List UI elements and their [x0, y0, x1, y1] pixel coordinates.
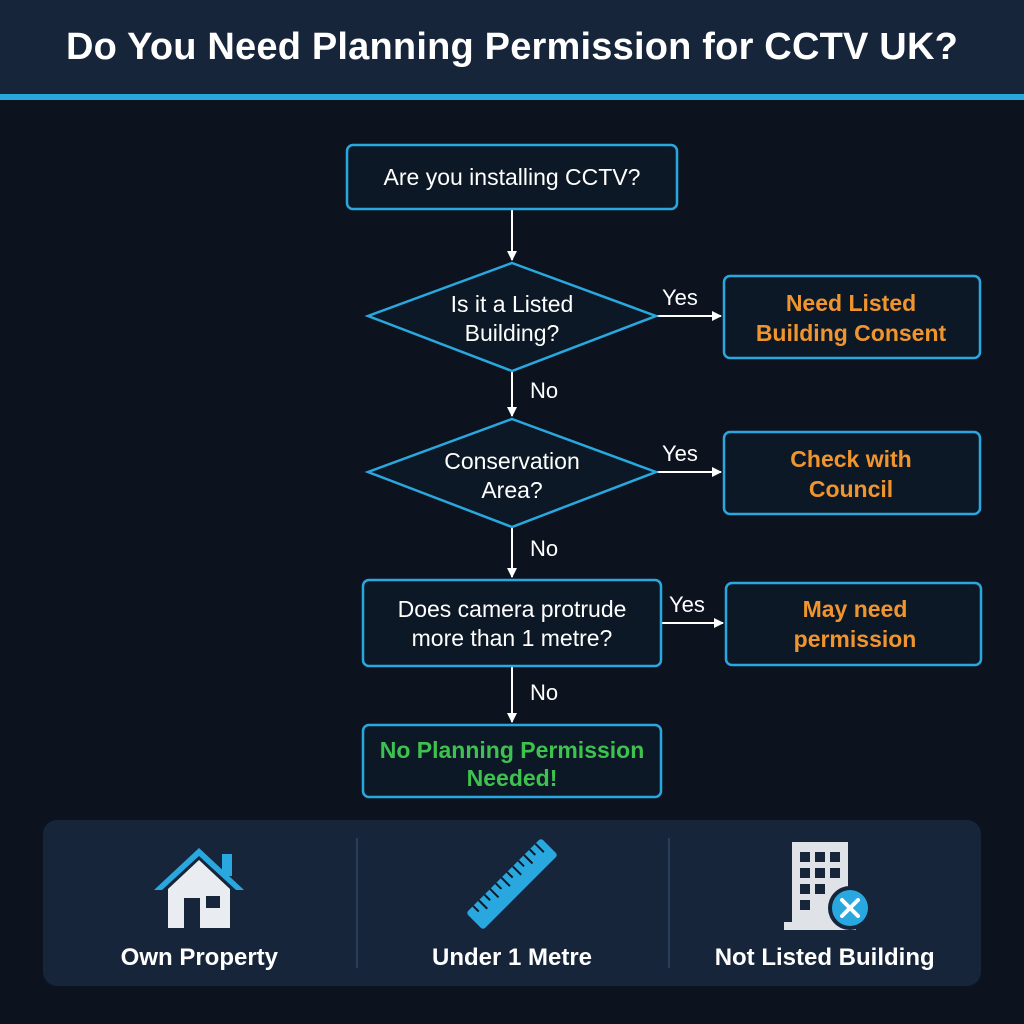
- title-bar: Do You Need Planning Permission for CCTV…: [0, 0, 1024, 100]
- ruler-icon: [467, 839, 557, 929]
- summary-panel: Own Property: [43, 820, 981, 986]
- question-protrude: Does camera protrude more than 1 metre?: [361, 578, 663, 668]
- outcome-may-need-permission: May need permission: [724, 581, 983, 667]
- result-label-line: No Planning Permission: [380, 737, 645, 763]
- outcome-label-line: Check with: [790, 446, 911, 472]
- summary-item-under-1-metre: Under 1 Metre: [355, 820, 669, 986]
- summary-label: Under 1 Metre: [431, 944, 593, 971]
- question-label-line: more than 1 metre?: [412, 625, 613, 651]
- summary-label: Not Listed Building: [714, 944, 935, 971]
- edge-label-yes: Yes: [662, 441, 698, 466]
- page-title: Do You Need Planning Permission for CCTV…: [65, 25, 959, 68]
- summary-label: Own Property: [120, 944, 279, 971]
- decision-label-line: Area?: [481, 477, 542, 503]
- flowchart: Yes No Yes No Yes No Are you installing …: [345, 143, 983, 799]
- decision-label-line: Is it a Listed: [451, 291, 574, 317]
- edge-label-no: No: [530, 378, 558, 403]
- outcome-listed-consent: Need Listed Building Consent: [722, 274, 982, 360]
- edge-label-yes: Yes: [669, 592, 705, 617]
- house-icon: [154, 848, 245, 928]
- decision-label-line: Building?: [465, 320, 560, 346]
- start-node-label: Are you installing CCTV?: [384, 164, 641, 190]
- outcome-label-line: Building Consent: [756, 320, 947, 346]
- result-no-permission: No Planning Permission Needed!: [361, 723, 663, 799]
- decision-listed-building: Is it a Listed Building?: [364, 261, 660, 373]
- outcome-label-line: permission: [794, 626, 917, 652]
- summary-item-own-property: Own Property: [43, 820, 356, 986]
- building-x-icon: [783, 842, 872, 930]
- outcome-label-line: May need: [803, 596, 908, 622]
- outcome-label-line: Council: [809, 476, 893, 502]
- start-node: Are you installing CCTV?: [345, 143, 679, 211]
- edge-label-no: No: [530, 680, 558, 705]
- edge-label-yes: Yes: [662, 285, 698, 310]
- decision-conservation-area: Conservation Area?: [364, 417, 660, 529]
- result-label-line: Needed!: [467, 765, 558, 791]
- question-label-line: Does camera protrude: [398, 596, 627, 622]
- outcome-label-line: Need Listed: [786, 290, 916, 316]
- decision-label-line: Conservation: [444, 448, 580, 474]
- summary-item-not-listed: Not Listed Building: [668, 820, 981, 986]
- edge-label-no: No: [530, 536, 558, 561]
- outcome-check-council: Check with Council: [722, 430, 982, 516]
